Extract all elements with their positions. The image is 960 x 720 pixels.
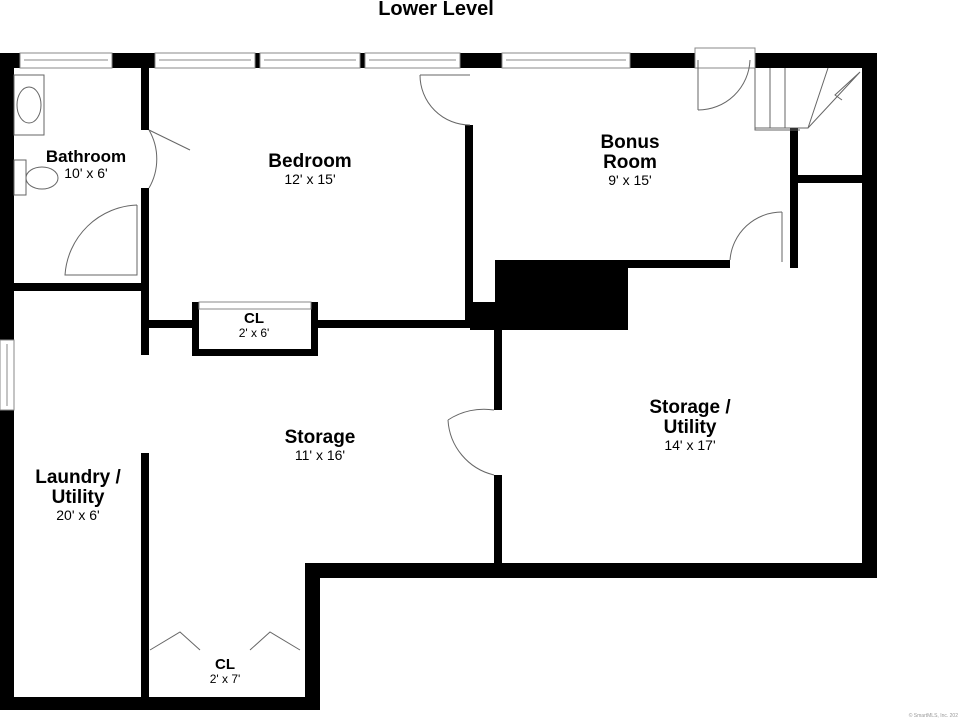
room-name: Laundry / Utility <box>35 467 121 508</box>
room-laundry: Laundry / Utility 20' x 6' <box>23 468 133 523</box>
room-dims: 12' x 15' <box>284 170 336 187</box>
room-dims: 11' x 16' <box>294 446 346 463</box>
room-dims: 14' x 17' <box>664 436 716 453</box>
room-name: Bedroom <box>268 151 352 172</box>
room-bathroom: Bathroom 10' x 6' <box>46 148 126 181</box>
room-name: Storage / Utility <box>649 397 731 438</box>
room-dims: 10' x 6' <box>64 164 108 181</box>
watermark: © SmartMLS, Inc. 202 <box>908 713 958 719</box>
room-storage-utility: Storage / Utility 14' x 17' <box>635 398 745 453</box>
windows <box>0 47 756 411</box>
walls <box>0 53 877 710</box>
floor-title: Lower Level <box>378 0 494 20</box>
room-name: Bathroom <box>45 147 127 166</box>
room-name: CL <box>243 310 264 327</box>
room-name: Storage <box>284 427 356 448</box>
room-bonus: Bonus Room 9' x 15' <box>590 133 670 188</box>
room-dims: 9' x 15' <box>608 171 652 188</box>
room-closet-2: CL 2' x 7' <box>210 657 241 685</box>
room-name: CL <box>214 656 235 673</box>
doors-fixtures <box>13 59 861 651</box>
room-storage: Storage 11' x 16' <box>285 428 356 463</box>
room-name: Bonus Room <box>600 132 660 173</box>
room-dims: 2' x 6' <box>238 325 270 340</box>
room-dims: 20' x 6' <box>56 506 100 523</box>
room-closet-1: CL 2' x 6' <box>239 311 270 339</box>
room-dims: 2' x 7' <box>209 671 241 686</box>
room-bedroom: Bedroom 12' x 15' <box>268 152 351 187</box>
